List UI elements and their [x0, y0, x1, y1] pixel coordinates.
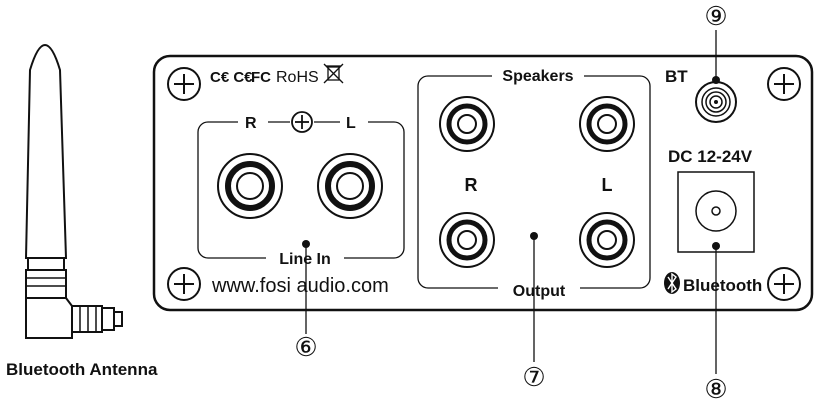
bt-label: BT [665, 67, 688, 86]
output-label: Output [513, 283, 566, 300]
speaker-l-label: L [602, 175, 613, 195]
rca-jack-line-in-r-icon [217, 153, 283, 219]
bt-antenna-connector-icon [695, 81, 737, 123]
rca-jack-line-in-l-icon [317, 153, 383, 219]
screw-bottom-right-icon [767, 267, 801, 301]
rohs-mark: RoHS [276, 69, 319, 86]
screw-bottom-left-icon [167, 267, 201, 301]
callout-6: ⑥ [294, 332, 317, 362]
speaker-terminal-r-top-icon [439, 96, 495, 152]
line-in-l-label: L [346, 115, 356, 132]
callout-7: ⑦ [522, 362, 545, 392]
antenna-illustration [24, 44, 123, 339]
speaker-terminal-l-bottom-icon [579, 212, 635, 268]
screw-top-right-icon [767, 67, 801, 101]
fcc-mark: FC [251, 69, 271, 86]
callout-8: ⑧ [704, 374, 727, 404]
ground-screw-icon [291, 111, 313, 133]
line-in-r-label: R [245, 115, 257, 132]
website-text: www.fosi audio.com [211, 275, 389, 297]
ce-mark: C€ C€ [210, 69, 253, 86]
antenna-label: Bluetooth Antenna [6, 360, 158, 379]
speaker-r-label: R [465, 175, 478, 195]
speaker-terminal-r-bottom-icon [439, 212, 495, 268]
bluetooth-text: Bluetooth [683, 276, 762, 295]
speakers-label: Speakers [502, 68, 573, 85]
speaker-terminal-l-top-icon [579, 96, 635, 152]
line-in-label: Line In [279, 251, 331, 268]
dc-label: DC 12-24V [668, 147, 753, 166]
callout-9: ⑨ [704, 1, 727, 31]
screw-top-left-icon [167, 67, 201, 101]
weee-bin-icon [323, 63, 344, 84]
bluetooth-logo-icon [664, 272, 680, 294]
